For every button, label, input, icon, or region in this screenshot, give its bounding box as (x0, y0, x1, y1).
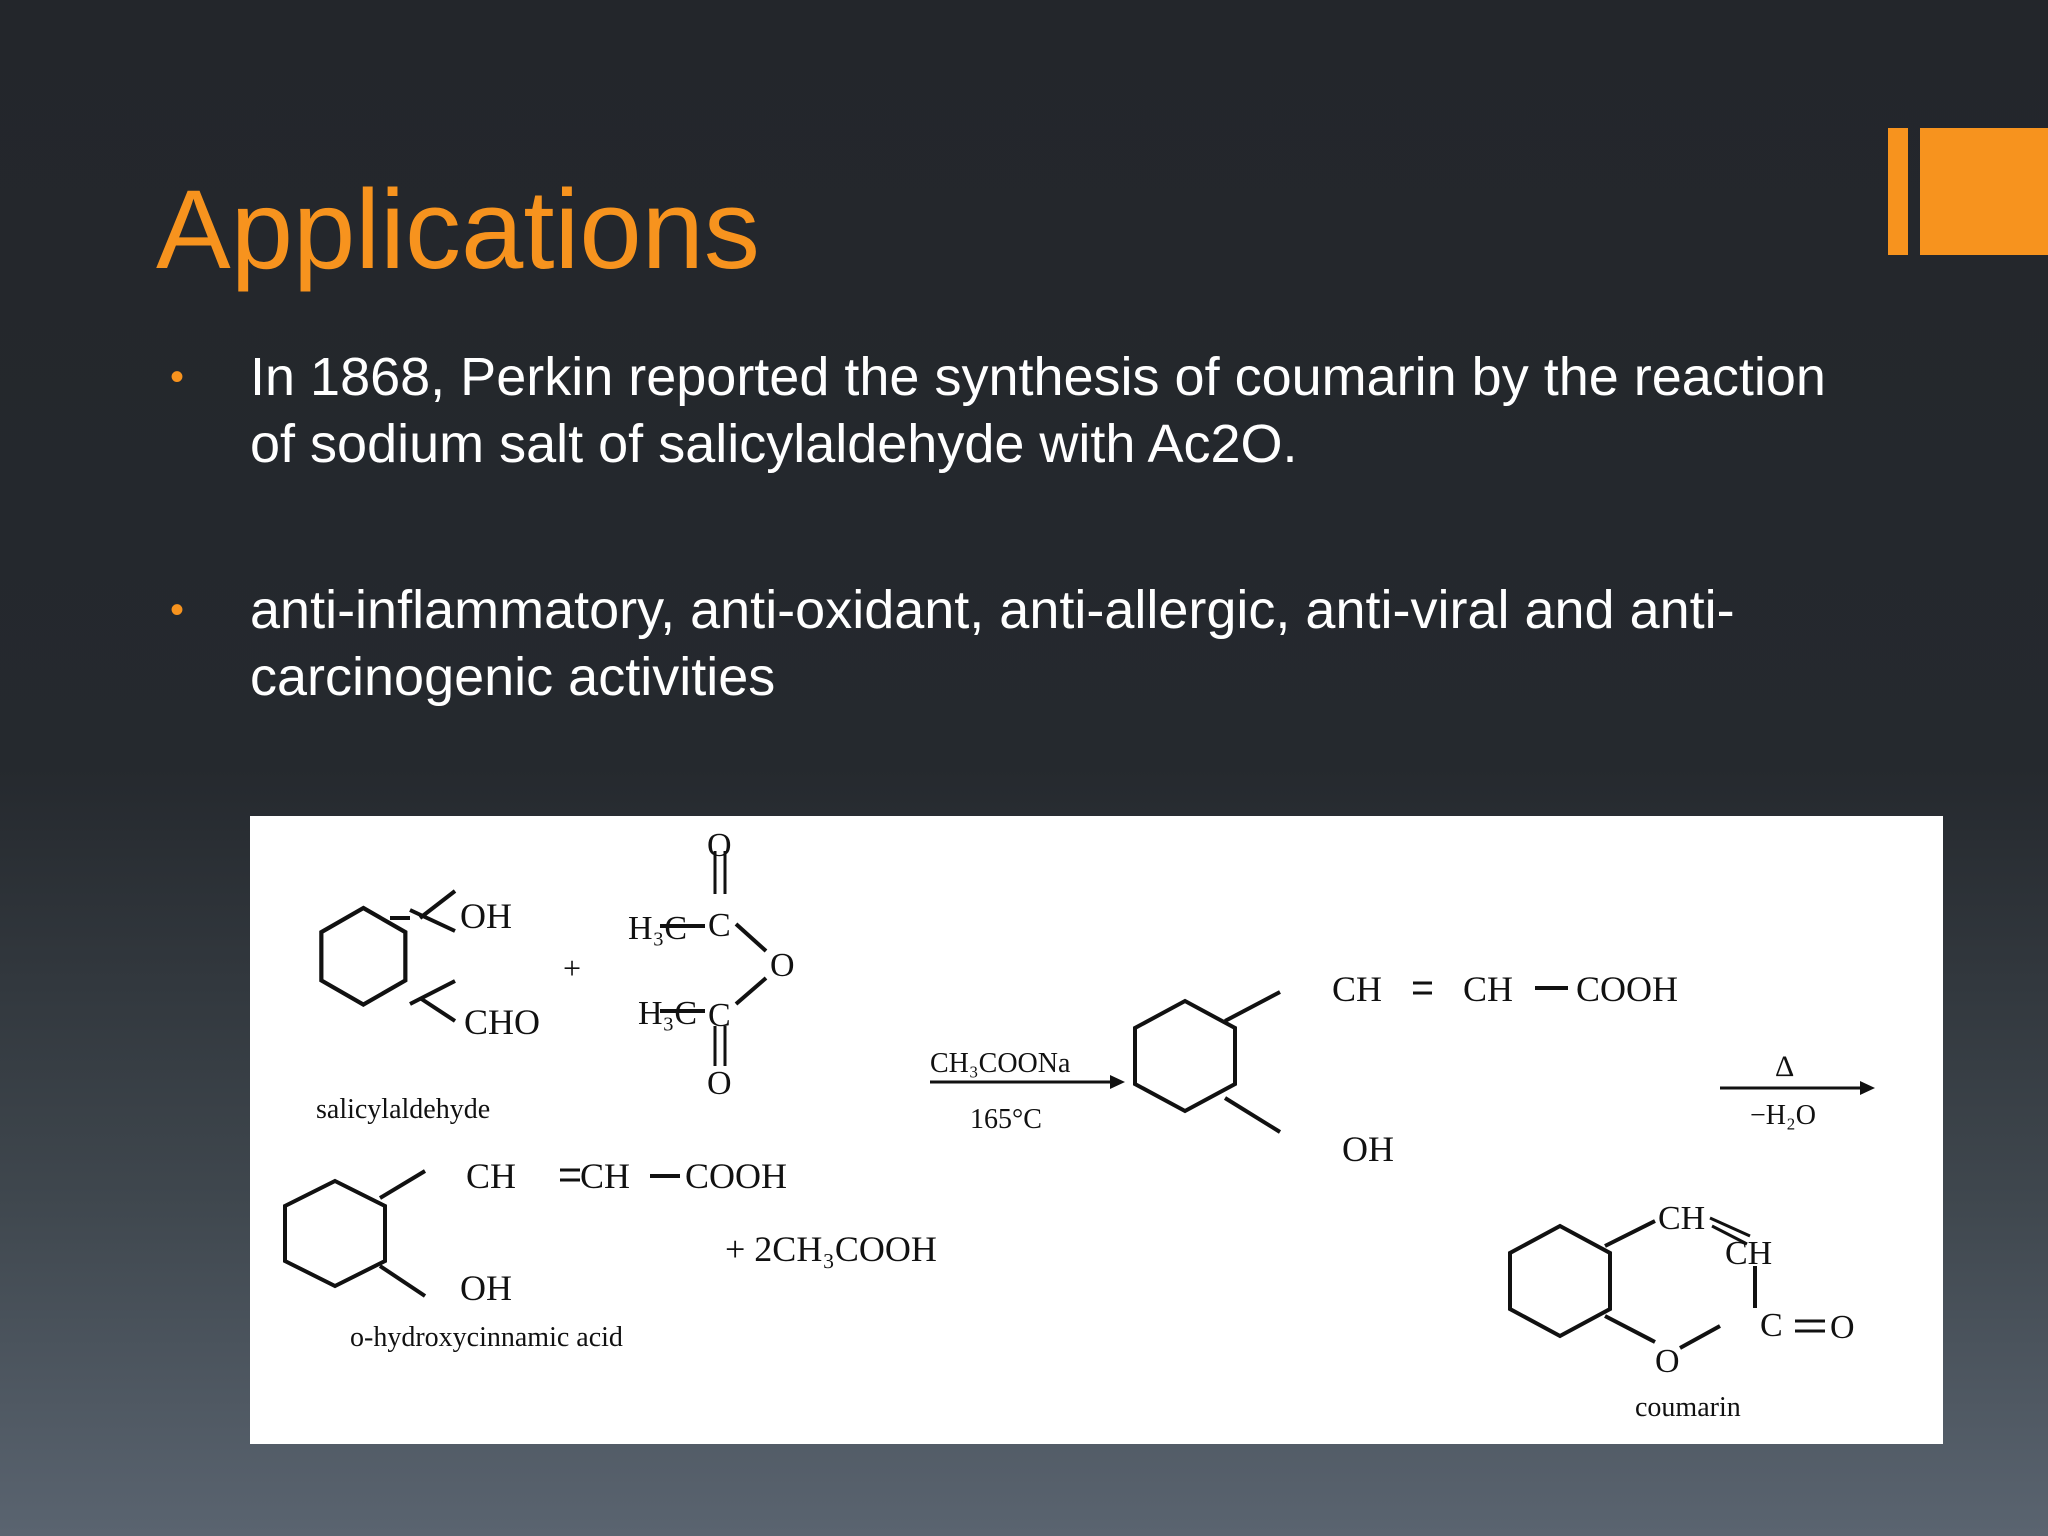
coumarin-carbonyl-o-label: O (1830, 1309, 1855, 1346)
reagent-label: CH₃COONa (930, 1048, 1071, 1079)
acid-oh-label: OH (460, 1268, 512, 1308)
product-oh-label: OH (1342, 1129, 1394, 1169)
acid-cooh-label: COOH (685, 1156, 787, 1196)
coumarin-ch-label-1: CH (1658, 1200, 1705, 1237)
benzene-ring-coumarin (1508, 1223, 1612, 1339)
heat-delta-label: Δ (1775, 1050, 1794, 1083)
salicylaldehyde-name: salicylaldehyde (316, 1094, 490, 1125)
anhydride-carbonyl-o-bottom: O (707, 1065, 732, 1102)
bullet-item: • anti-inflammatory, anti-oxidant, anti-… (170, 577, 1870, 711)
benzene-ring-product (1133, 998, 1237, 1114)
bullet-text: anti-inflammatory, anti-oxidant, anti-al… (250, 580, 1735, 707)
bullet-list: • In 1868, Perkin reported the synthesis… (170, 344, 1870, 810)
acid-ch-label-2: CH (580, 1156, 630, 1196)
reaction-scheme-diagram: OH CHO + salicylaldehyde O H₃C C O H₃C C… (283, 827, 1875, 1423)
salicylaldehyde-oh-label: OH (460, 896, 512, 936)
anhydride-c-top: C (708, 907, 731, 944)
product-ch-label-1: CH (1332, 969, 1382, 1009)
temperature-label: 165°C (970, 1104, 1042, 1135)
plus-sign-1: + (563, 950, 581, 986)
anhydride-carbonyl-o-top: O (707, 827, 732, 864)
anhydride-h3c-bottom: H₃C (638, 995, 697, 1032)
coumarin-ring-o-label: O (1655, 1343, 1680, 1380)
accent-bar-thin (1888, 128, 1908, 255)
benzene-ring-cinnamic-acid (283, 1178, 387, 1289)
minus-water-label: −H₂O (1750, 1100, 1816, 1131)
bullet-marker: • (170, 588, 185, 632)
product-ch-label-2: CH (1463, 969, 1513, 1009)
bullet-text: In 1868, Perkin reported the synthesis o… (250, 347, 1826, 474)
reaction-scheme-figure: OH CHO + salicylaldehyde O H₃C C O H₃C C… (250, 816, 1943, 1444)
anhydride-ring-o: O (770, 947, 795, 984)
acid-name-label: o-hydroxycinnamic acid (350, 1322, 623, 1353)
byproduct-label: + 2CH₃COOH (725, 1229, 937, 1269)
slide-title: Applications (156, 167, 760, 292)
bullet-item: • In 1868, Perkin reported the synthesis… (170, 344, 1870, 478)
coumarin-name-label: coumarin (1635, 1392, 1741, 1423)
anhydride-h3c-top: H₃C (628, 910, 687, 947)
anhydride-c-bottom: C (708, 997, 731, 1034)
acid-ch-label-1: CH (466, 1156, 516, 1196)
accent-bar-wide (1920, 128, 2048, 255)
bullet-marker: • (170, 355, 185, 399)
coumarin-ch-label-2: CH (1725, 1235, 1772, 1272)
product-cooh-label: COOH (1576, 969, 1678, 1009)
salicylaldehyde-cho-label: CHO (464, 1002, 540, 1042)
benzene-ring-salicylaldehyde (319, 905, 408, 1008)
coumarin-c-label: C (1760, 1307, 1783, 1344)
